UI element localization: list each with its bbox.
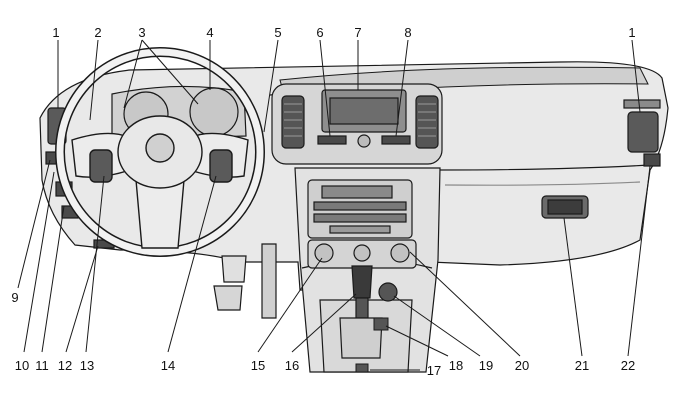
left-center-air-vent bbox=[281, 95, 305, 149]
callout-22: 22 bbox=[621, 358, 635, 373]
steering-wheel bbox=[55, 47, 265, 257]
callout-12: 12 bbox=[58, 358, 72, 373]
callout-14: 14 bbox=[161, 358, 175, 373]
callout-21: 21 bbox=[575, 358, 589, 373]
callout-labels: 1 2 3 4 5 6 7 8 1 9 10 11 12 13 14 15 16… bbox=[11, 25, 635, 378]
leader-c8 bbox=[395, 39, 409, 137]
leader-c19 bbox=[393, 295, 481, 357]
leader-c21 bbox=[563, 217, 583, 357]
left-steering-wheel-controls bbox=[89, 149, 113, 183]
center-stack-top bbox=[271, 83, 443, 165]
climate-knob-left bbox=[314, 243, 334, 263]
callout-11: 11 bbox=[35, 358, 49, 373]
center-vent-slats bbox=[284, 103, 436, 137]
callout-10: 10 bbox=[15, 358, 29, 373]
leader-c18 bbox=[385, 325, 449, 357]
callout-6: 6 bbox=[316, 25, 323, 40]
steering-wheel-emblem bbox=[145, 133, 175, 163]
leader-c5 bbox=[263, 39, 279, 133]
passenger-airbag-indicator bbox=[643, 153, 661, 167]
console-switch bbox=[373, 317, 389, 331]
callout-7: 7 bbox=[354, 25, 361, 40]
leader-c13 bbox=[85, 175, 105, 353]
climate-knob-center bbox=[353, 244, 371, 262]
right-screen-buttons bbox=[381, 135, 411, 145]
callout-4: 4 bbox=[206, 25, 213, 40]
callout-17: 17 bbox=[427, 363, 441, 378]
callout-20: 20 bbox=[515, 358, 529, 373]
callout-19: 19 bbox=[479, 358, 493, 373]
steering-column-and-pedal bbox=[213, 243, 277, 319]
audio-system bbox=[307, 179, 413, 239]
callout-3: 3 bbox=[138, 25, 145, 40]
callout-1-right: 1 bbox=[628, 25, 635, 40]
leader-c2 bbox=[89, 39, 99, 121]
leader-c1b bbox=[631, 39, 641, 113]
right-outboard-air-vent bbox=[627, 111, 659, 153]
callout-15: 15 bbox=[251, 358, 265, 373]
round-button bbox=[378, 282, 398, 302]
leader-c10 bbox=[23, 171, 55, 353]
leader-c16 bbox=[291, 293, 357, 353]
leader-c12 bbox=[65, 245, 99, 353]
callout-9: 9 bbox=[11, 290, 18, 305]
console-power-outlet bbox=[355, 363, 369, 373]
left-screen-buttons bbox=[317, 135, 347, 145]
climate-controls bbox=[307, 239, 417, 269]
leader-c6 bbox=[319, 39, 331, 137]
callout-5: 5 bbox=[274, 25, 281, 40]
leader-c11 bbox=[41, 205, 65, 353]
right-top-vent-grille bbox=[623, 99, 661, 109]
leader-c15 bbox=[257, 257, 323, 353]
leader-c3a bbox=[123, 39, 143, 109]
leader-c9 bbox=[17, 159, 51, 289]
speedometer-gauge bbox=[189, 87, 239, 137]
leader-c22 bbox=[627, 165, 651, 357]
callout-18: 18 bbox=[449, 358, 463, 373]
shift-lever bbox=[339, 265, 383, 359]
climate-knob-right bbox=[390, 243, 410, 263]
right-center-air-vent bbox=[415, 95, 439, 149]
callout-leader-lines bbox=[17, 39, 651, 371]
leader-c14 bbox=[167, 175, 217, 353]
passenger-side bbox=[541, 99, 661, 219]
leader-c3b bbox=[141, 39, 199, 105]
callout-8: 8 bbox=[404, 25, 411, 40]
right-steering-wheel-controls bbox=[209, 149, 233, 183]
callout-1-left: 1 bbox=[52, 25, 59, 40]
leader-c20 bbox=[409, 251, 521, 357]
callout-16: 16 bbox=[285, 358, 299, 373]
callout-2: 2 bbox=[94, 25, 101, 40]
callout-13: 13 bbox=[80, 358, 94, 373]
hazard-button bbox=[357, 134, 371, 148]
